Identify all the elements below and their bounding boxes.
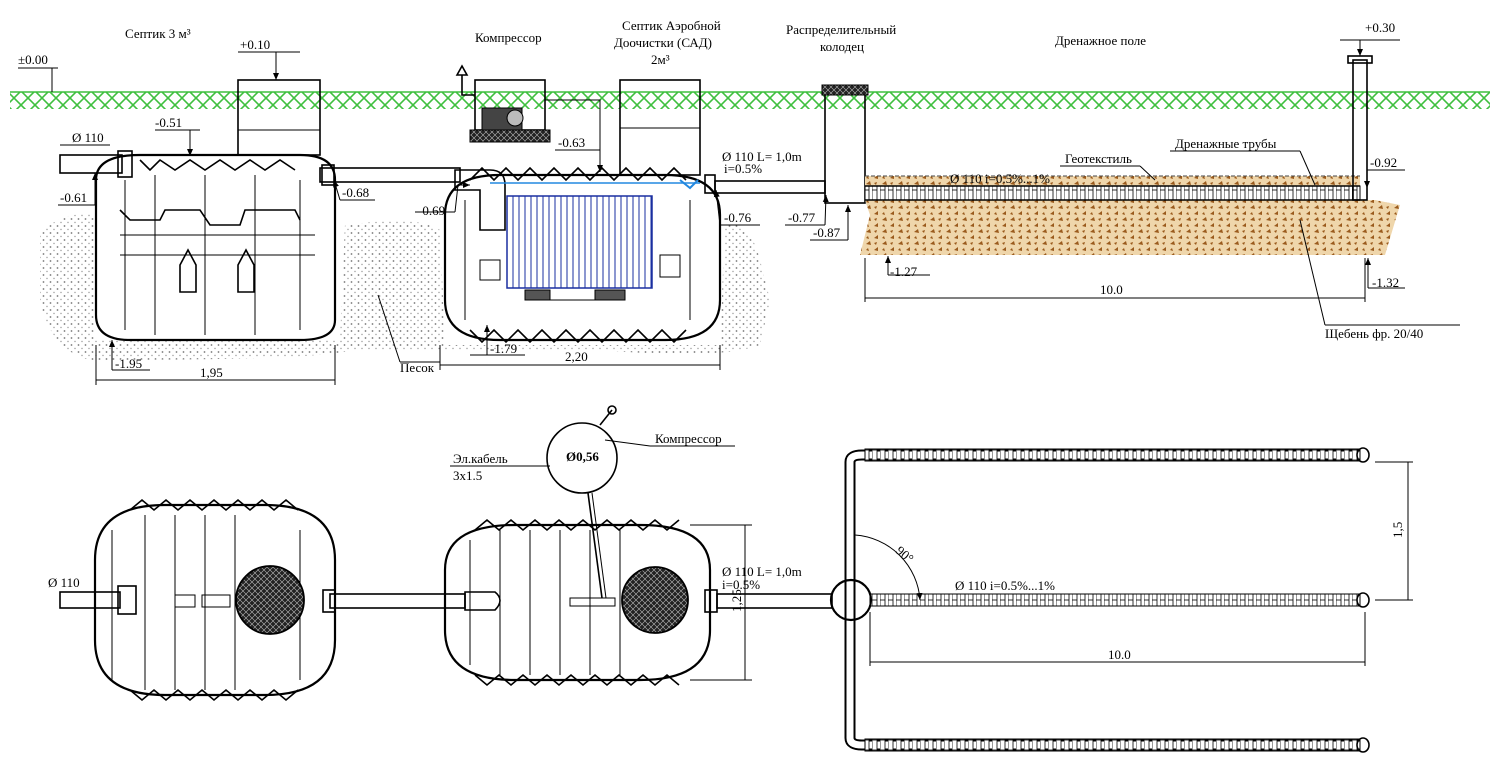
plan-pipe-slope: i=0.5%: [722, 577, 760, 592]
level-plus030: +0.30: [1365, 20, 1395, 35]
level-m069: -0.69: [418, 203, 445, 218]
pipe-aerobic-well-dia: Ø 110 L= 1,0m: [722, 149, 802, 164]
level-m087: -0.87: [813, 225, 841, 240]
cable-label-1: Эл.кабель: [453, 451, 508, 466]
zero-level-label: ±0.00: [18, 52, 48, 67]
drainage-plan-annotations: 90° Ø 110 i=0.5%...1% 10.0 1,5: [854, 461, 1413, 666]
aerobic-filter-block: [506, 195, 653, 289]
compressor-plan: Ø0,56 Компрессор: [546, 405, 735, 599]
title-compressor: Компрессор: [475, 30, 542, 45]
title-drainage-field: Дренажное поле: [1055, 33, 1146, 48]
cable-label-2: 3х1.5: [453, 468, 482, 483]
cable-label: Эл.кабель 3х1.5: [450, 451, 550, 483]
aerobic-plan-height: 1,25: [729, 589, 744, 612]
level-m132: -1.32: [1372, 275, 1399, 290]
level-m068: -0.68: [342, 185, 369, 200]
zero-level-marker: ±0.00: [18, 52, 58, 92]
section-titles: Септик 3 м³ Компрессор Септик Аэробной Д…: [125, 18, 1146, 67]
sand-backfill: [40, 214, 770, 360]
title-aerobic-2: Доочистки (САД): [614, 35, 712, 50]
septic-inlet-pipe: Ø 110 -0.61: [58, 130, 133, 206]
pipe-septic-to-aerobic: -0.68: [319, 164, 461, 201]
aerobic-tank-section: [443, 79, 722, 344]
level-plus010-marker: +0.10: [238, 37, 300, 80]
title-distribution-2: колодец: [820, 39, 864, 54]
level-m051: -0.51: [155, 115, 182, 130]
drainage-section-dia: Ø 110 i=0.5%...1%: [950, 171, 1050, 186]
ground-grass: [10, 91, 1490, 109]
level-m077: -0.77: [788, 210, 816, 225]
plan-pipe-septic-aerobic: [322, 589, 466, 613]
aerobic-plan-dim: 1,25: [690, 524, 752, 681]
field-length-section: 10.0: [1100, 282, 1123, 297]
plan-pipe-to-well: Ø 110 L= 1,0m i=0.5%: [704, 564, 833, 613]
septic-inlet-dia: Ø 110: [72, 130, 104, 145]
title-aerobic-1: Септик Аэробной: [622, 18, 721, 33]
septic-tank-plan: [93, 498, 337, 702]
sand-text: Песок: [400, 360, 435, 375]
level-m195: -1.95: [115, 356, 142, 371]
compressor-section: -0.63: [455, 64, 603, 172]
title-aerobic-3: 2м³: [651, 52, 670, 67]
pipe-aerobic-well-slope: i=0.5%: [724, 161, 762, 176]
field-length-plan: 10.0: [1108, 647, 1131, 662]
aerobic-tank-plan: [443, 518, 712, 687]
level-m061: -0.61: [60, 190, 87, 205]
angle-label: 90°: [893, 543, 917, 566]
drainage-field-plan: [829, 447, 1370, 753]
level-m092: -0.92: [1370, 155, 1397, 170]
field-spacing: 1,5: [1390, 522, 1405, 538]
septic-plan-inlet: Ø 110: [48, 575, 137, 615]
drainage-levels: +0.30 -0.92 -1.27 -1.32: [885, 20, 1405, 290]
level-m063: -0.63: [558, 135, 585, 150]
level-m127: -1.27: [890, 264, 918, 279]
drainage-field-section: [860, 55, 1400, 255]
septic-tank-section: [94, 79, 337, 342]
gravel-label: Щебень фр. 20/40: [1325, 326, 1423, 341]
level-m051-marker: -0.51: [155, 115, 200, 156]
compressor-plan-label: Компрессор: [655, 431, 722, 446]
sand-label: Песок: [377, 294, 440, 375]
septic-dimensions: 1,95 -1.95: [95, 340, 336, 385]
drainage-labels: Геотекстиль Дренажные трубы Ø 110 i=0.5%…: [950, 136, 1460, 341]
level-m076: -0.76: [724, 210, 752, 225]
distribution-well: -0.77 -0.87: [785, 84, 869, 241]
level-plus010: +0.10: [240, 37, 270, 52]
compressor-plan-dia: Ø0,56: [566, 449, 599, 464]
pipe-aerobic-to-well: Ø 110 L= 1,0m i=0.5%: [704, 149, 826, 194]
level-m179: -1.79: [490, 341, 517, 356]
septic-plan-inlet-dia: Ø 110: [48, 575, 80, 590]
title-distribution-1: Распределительный: [786, 22, 896, 37]
aerobic-dimensions: 2,20: [439, 345, 721, 370]
aerobic-water-line: [490, 179, 700, 190]
drain-pipes-label: Дренажные трубы: [1175, 136, 1277, 151]
drainage-plan-dia: Ø 110 i=0.5%...1%: [955, 578, 1055, 593]
title-septic: Септик 3 м³: [125, 26, 191, 41]
septic-width: 1,95: [200, 365, 223, 380]
drainage-section-dim: 10.0: [864, 258, 1366, 302]
geotextile-label: Геотекстиль: [1065, 151, 1132, 166]
aerobic-width: 2,20: [565, 349, 588, 364]
plan-pipe-dia: Ø 110 L= 1,0m: [722, 564, 802, 579]
aerobic-levels: -0.69 -0.76 -1.79: [415, 182, 760, 356]
